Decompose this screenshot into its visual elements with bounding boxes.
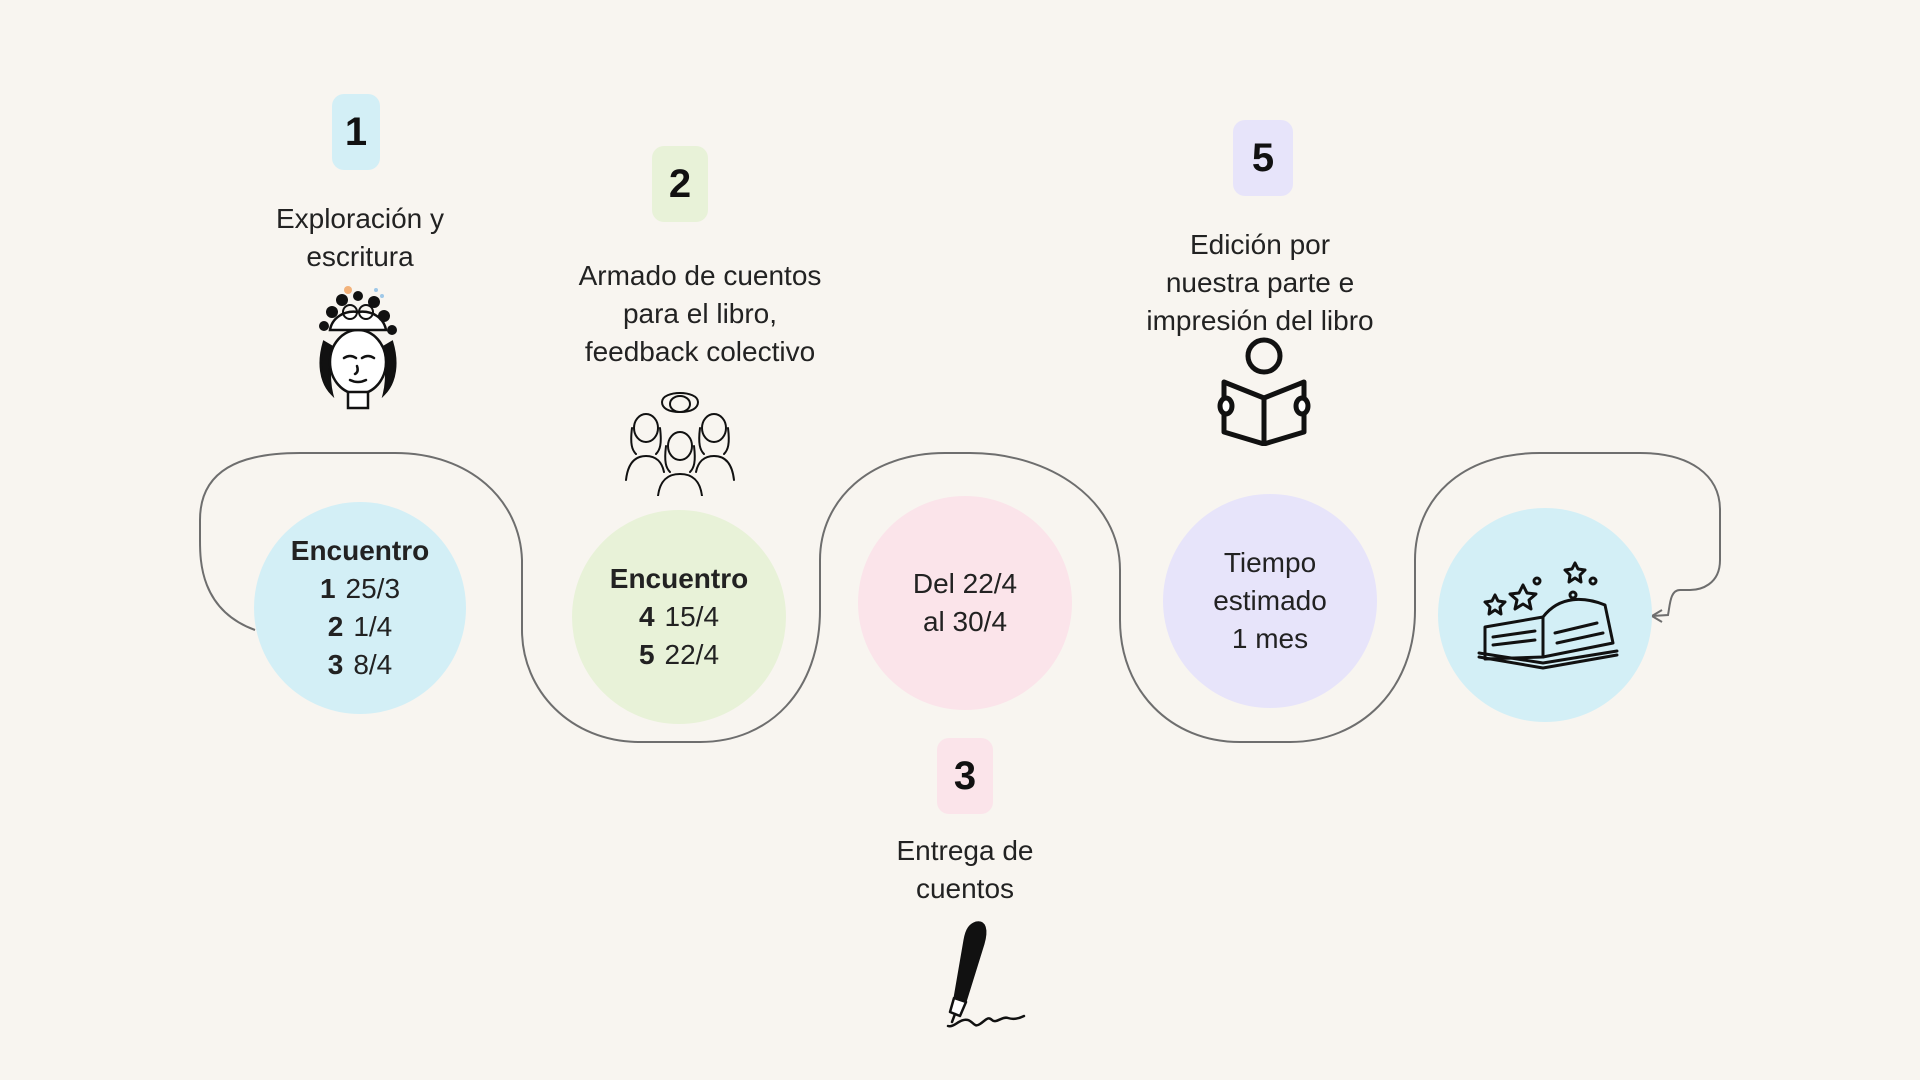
step-badge-5: 5	[1233, 120, 1293, 196]
step-label-5: Edición por nuestra parte e impresión de…	[1110, 226, 1410, 340]
step-badge-2: 2	[652, 146, 708, 222]
session-date: 25/3	[345, 573, 401, 604]
circle-estimated-time: Tiempo estimado 1 mes	[1163, 494, 1377, 708]
session-number: 5	[638, 639, 655, 670]
session-number: 2	[327, 611, 344, 642]
step-label-line: Armado de cuentos	[578, 260, 822, 291]
step-label-line: feedback colectivo	[584, 336, 816, 367]
circle-encuentros-1-3: Encuentro 1 25/3 2 1/4 3 8/4	[254, 502, 466, 714]
session-number: 1	[319, 573, 336, 604]
circle-line: al 30/4	[922, 606, 1008, 637]
group-of-women-icon	[625, 392, 735, 496]
session-number: 4	[638, 601, 655, 632]
step-badge-1: 1	[332, 94, 380, 170]
step-label-line: cuentos	[915, 873, 1015, 904]
circle-final-book	[1438, 508, 1652, 722]
step-label-line: escritura	[306, 241, 414, 272]
circle-line: 1 mes	[1231, 623, 1309, 654]
magic-book-icon	[1477, 561, 1619, 670]
circle-encuentros-4-5: Encuentro 4 15/4 5 22/4	[572, 510, 786, 724]
session-row: 4 15/4	[639, 598, 719, 636]
session-row: 2 1/4	[328, 608, 393, 646]
step-badge-3: 3	[937, 738, 993, 814]
session-row: 5 22/4	[639, 636, 719, 674]
step-label-3: Entrega de cuentos	[815, 832, 1115, 908]
circle-title: Encuentro	[609, 563, 749, 594]
head-flowers-icon	[319, 286, 397, 410]
step-label-line: nuestra parte e	[1165, 267, 1355, 298]
step-label-line: Entrega de	[896, 835, 1034, 866]
person-reading-icon	[1217, 337, 1311, 446]
circle-line: Tiempo	[1223, 547, 1317, 578]
session-date: 22/4	[664, 639, 720, 670]
fountain-pen-icon	[946, 921, 1026, 1028]
session-date: 1/4	[353, 611, 393, 642]
circle-title: Encuentro	[290, 535, 430, 566]
session-row: 3 8/4	[328, 646, 393, 684]
session-number: 3	[327, 649, 344, 680]
session-row: 1 25/3	[320, 570, 400, 608]
circle-delivery-dates: Del 22/4 al 30/4	[858, 496, 1072, 710]
step-label-1: Exploración y escritura	[210, 200, 510, 276]
step-label-line: Edición por	[1189, 229, 1331, 260]
step-label-2: Armado de cuentos para el libro, feedbac…	[530, 257, 870, 371]
step-label-line: para el libro,	[622, 298, 778, 329]
session-date: 15/4	[664, 601, 720, 632]
step-label-line: Exploración y	[275, 203, 445, 234]
circle-line: Del 22/4	[912, 568, 1018, 599]
session-date: 8/4	[353, 649, 393, 680]
circle-line: estimado	[1213, 585, 1327, 616]
step-label-line: impresión del libro	[1146, 305, 1374, 336]
